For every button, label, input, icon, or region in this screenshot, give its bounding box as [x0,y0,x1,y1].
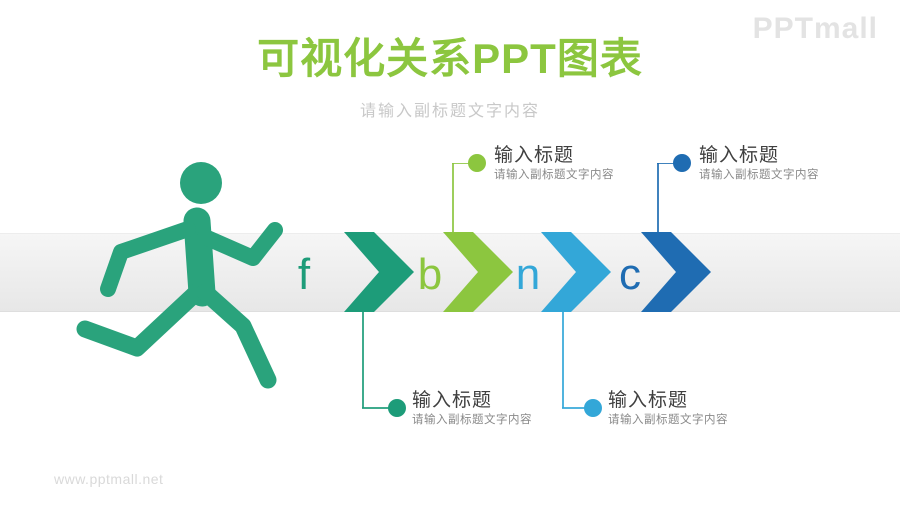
callout-connector-line [657,162,675,164]
callout-connector-line [452,162,470,164]
callout-subtitle: 请输入副标题文字内容 [412,414,532,426]
callout-subtitle: 请输入副标题文字内容 [608,414,728,426]
callout-connector-line [657,163,659,233]
page-title: 可视化关系PPT图表 [257,35,643,82]
callout-title: 输入标题 [412,390,493,411]
step-letter-c: c [619,250,641,299]
callout-title: 输入标题 [608,390,689,411]
callout-title: 输入标题 [494,145,575,166]
callout-dot-icon [468,154,486,172]
page-subtitle: 请输入副标题文字内容 [359,103,540,120]
callout-title: 输入标题 [699,145,780,166]
step-letter-f: f [297,250,311,299]
step-letter-b: b [417,250,443,299]
runner-head [180,162,222,204]
callout-connector-line [452,163,454,233]
callout-dot-icon [673,154,691,172]
pptmall-logo: PPTmall [752,12,878,45]
callout-subtitle: 请输入副标题文字内容 [699,169,819,181]
watermark: www.pptmall.net [54,471,164,487]
callout-connector-line [562,311,564,408]
callout-subtitle: 请输入副标题文字内容 [494,169,614,181]
callout-connector-line [362,311,364,408]
step-letter-n: n [515,250,541,299]
callout-dot-icon [584,399,602,417]
callout-connector-line [362,407,390,409]
callout-dot-icon [388,399,406,417]
callout-connector-line [562,407,586,409]
